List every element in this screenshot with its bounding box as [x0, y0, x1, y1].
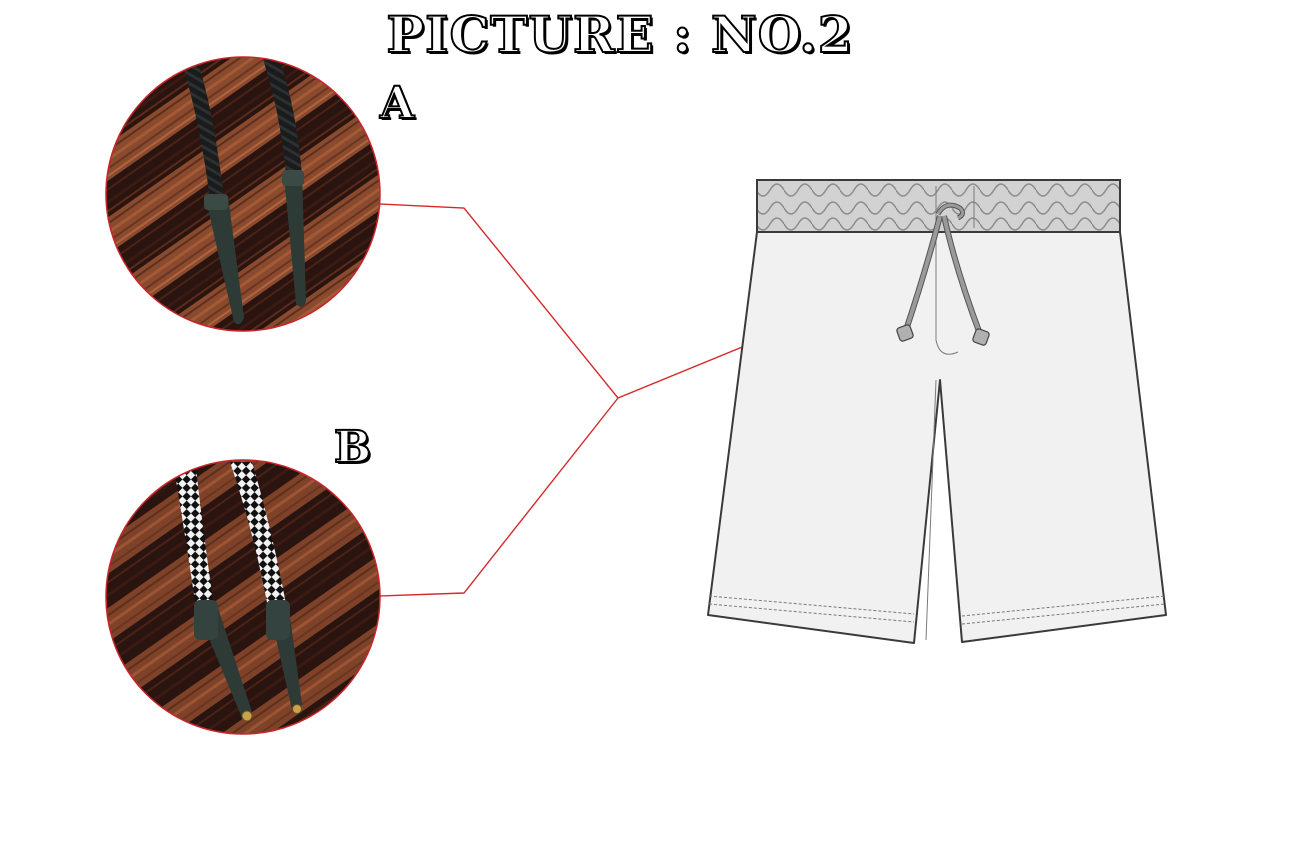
shorts-illustration: [707, 179, 1167, 644]
detail-circle-a: [105, 56, 381, 332]
option-label-a: A: [379, 78, 415, 129]
leader-line-b: [379, 397, 619, 597]
detail-circle-b: [105, 459, 381, 735]
page-title: PICTURE : NO.2: [385, 4, 854, 65]
option-label-b: B: [333, 422, 372, 473]
leader-line-a: [379, 203, 619, 399]
drawstring: [903, 202, 983, 336]
